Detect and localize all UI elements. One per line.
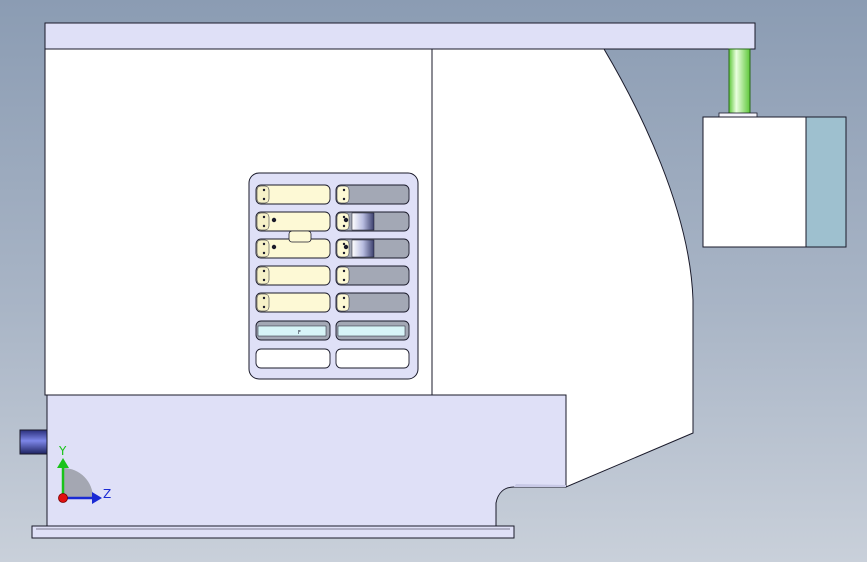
slot-dot xyxy=(342,296,346,300)
slot-4-2 xyxy=(335,265,410,286)
slot-screw xyxy=(271,244,277,250)
slot-5-1 xyxy=(255,292,331,313)
top-beam[interactable] xyxy=(44,22,756,50)
slot-dot xyxy=(262,215,266,219)
slot-tab xyxy=(256,293,270,312)
slot-marker-label: F xyxy=(298,330,301,336)
slot-tab xyxy=(256,266,270,285)
slot-tab xyxy=(256,185,270,204)
slot-inner-window xyxy=(337,325,406,337)
base-block[interactable] xyxy=(46,394,567,527)
triad-y-arrow-icon xyxy=(57,458,69,468)
slot-tab xyxy=(336,212,350,231)
slot-tab xyxy=(336,293,350,312)
base-fillet xyxy=(514,484,566,487)
triad-origin xyxy=(58,493,68,503)
slot-dot xyxy=(342,215,346,219)
slot-1-2 xyxy=(335,184,410,205)
slot-cylinder-insert xyxy=(351,212,375,231)
slot-dot xyxy=(262,305,266,309)
slot-dot xyxy=(342,188,346,192)
slot-1-1 xyxy=(255,184,331,205)
triad-z-label: Z xyxy=(103,487,111,501)
hanging-box-side xyxy=(805,116,847,248)
slot-screw xyxy=(343,244,349,250)
slot-dot xyxy=(262,251,266,255)
slot-dot xyxy=(262,197,266,201)
slot-7-2 xyxy=(335,348,410,369)
slot-tab xyxy=(256,212,270,231)
slot-tab xyxy=(336,185,350,204)
slot-latch xyxy=(288,230,312,243)
slot-inner-window xyxy=(257,325,327,337)
slot-dot xyxy=(262,224,266,228)
slot-dot xyxy=(342,278,346,282)
slot-tab xyxy=(336,266,350,285)
slot-dot xyxy=(262,296,266,300)
triad-z-arrow-icon xyxy=(92,492,102,504)
bottom-plate[interactable] xyxy=(31,525,515,539)
side-knob[interactable] xyxy=(19,429,48,455)
triad-quarter-disc xyxy=(63,468,93,498)
slot-dot xyxy=(342,269,346,273)
slot-tab xyxy=(256,239,270,258)
slot-dot xyxy=(342,251,346,255)
slot-dot xyxy=(262,242,266,246)
slot-panel[interactable]: F xyxy=(248,172,419,380)
hanging-rod[interactable] xyxy=(728,48,751,116)
slot-dot xyxy=(262,278,266,282)
coordinate-triad: Y Z xyxy=(57,444,111,504)
slot-5-2 xyxy=(335,292,410,313)
slot-7-1 xyxy=(255,348,331,369)
slot-4-1 xyxy=(255,265,331,286)
slot-dot xyxy=(342,197,346,201)
slot-screw xyxy=(343,217,349,223)
slot-dot xyxy=(342,224,346,228)
slot-tab xyxy=(336,239,350,258)
slot-cylinder-insert xyxy=(351,239,375,258)
slot-dot xyxy=(342,242,346,246)
hanging-box[interactable] xyxy=(702,116,807,248)
slot-dot xyxy=(342,305,346,309)
slot-screw xyxy=(271,217,277,223)
slot-dot xyxy=(262,188,266,192)
triad-y-label: Y xyxy=(58,444,67,458)
slot-dot xyxy=(262,269,266,273)
